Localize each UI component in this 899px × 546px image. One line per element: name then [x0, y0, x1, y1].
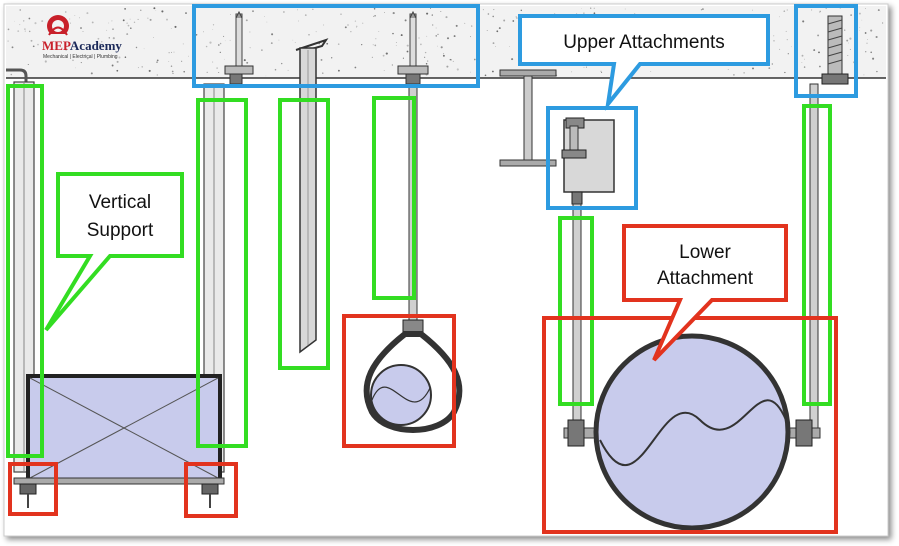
lower-attachment-line1: Lower [679, 242, 731, 263]
logo-name-part1: MEP [42, 38, 71, 53]
gear-icon [44, 15, 72, 37]
vertical-support-line1: Vertical [89, 192, 151, 213]
steel-beam [499, 69, 557, 167]
upper-attachment-highlights [192, 4, 858, 210]
left-hook [6, 68, 28, 82]
vertical-support-highlights [6, 84, 832, 458]
small-pipe [370, 364, 432, 426]
beam-clamp [561, 117, 615, 205]
red-box-ring [342, 314, 456, 448]
callout-vertical-support: Vertical Support [44, 172, 184, 332]
callout-upper-attachments: Upper Attachments [518, 14, 770, 112]
right-nut [201, 483, 219, 495]
green-box-ring-rod [372, 96, 416, 300]
ceiling-anchor [821, 15, 849, 85]
red-box-left-nut [8, 462, 58, 516]
green-box-right-rod [196, 98, 248, 448]
green-box-clamp-rod [558, 216, 594, 406]
left-nut [19, 483, 37, 495]
red-box-right-nut [184, 462, 238, 518]
trapeze-hanger [6, 10, 254, 508]
blue-box-anchor [794, 4, 858, 98]
large-pipe [593, 333, 791, 531]
strap-hanger [295, 38, 329, 354]
anchor-rod [809, 83, 819, 431]
blue-box-ceiling-brackets [192, 4, 480, 88]
mep-academy-logo: MEPAcademy Mechanical | Electrical | Plu… [42, 15, 122, 60]
trapeze-bar [13, 477, 225, 485]
green-box-strap [278, 98, 330, 370]
large-pipe-clamp [563, 333, 821, 531]
vertical-support-line2: Support [87, 220, 154, 241]
lower-attachment-line2: Attachment [657, 268, 754, 289]
blue-box-beam-clamp [546, 106, 638, 210]
callout-lower-attachment: Lower Attachment [622, 224, 788, 362]
logo-tagline: Mechanical | Electrical | Plumbing [43, 54, 118, 60]
upper-attachments-label: Upper Attachments [563, 32, 725, 53]
green-box-anchor-rod [802, 104, 832, 406]
green-box-left-rod [6, 84, 44, 458]
clevis-ring [363, 331, 463, 433]
logo-text: MEPAcademy [42, 38, 122, 53]
duct-box [26, 374, 222, 482]
logo-name-part2: Academy [70, 38, 122, 53]
